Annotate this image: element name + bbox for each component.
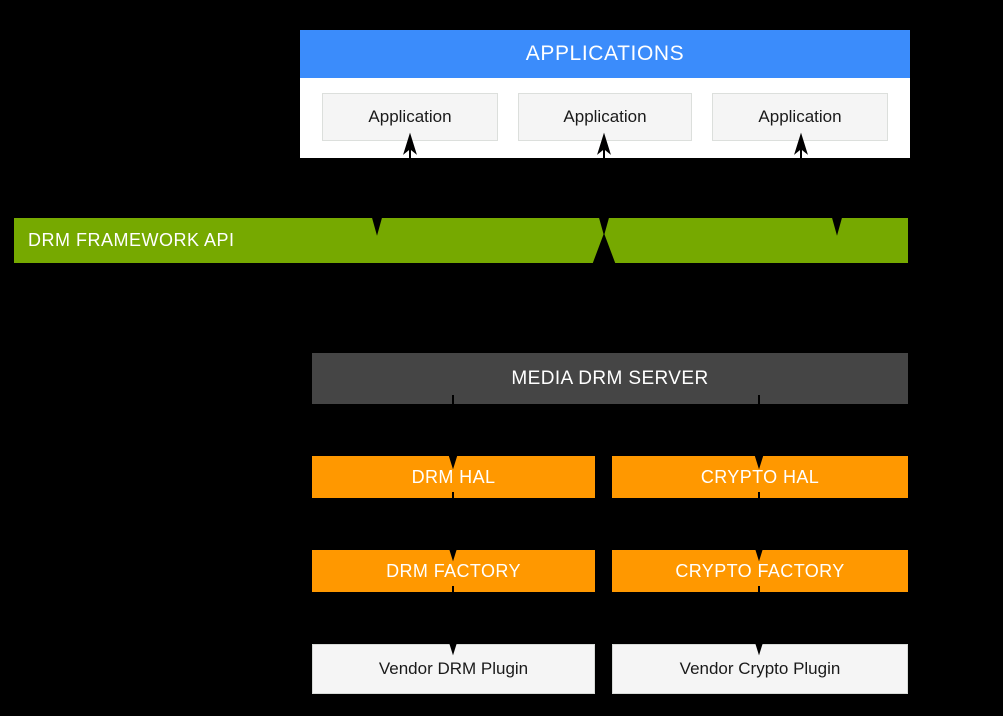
media-drm-server-box: MEDIA DRM SERVER [312,353,908,404]
drm-hal-box: DRM HAL [312,456,595,498]
application-box-2: Application [518,93,692,141]
drm-framework-api-bar: DRM FRAMEWORK API [14,218,908,263]
applications-body: Application Application Application [300,78,910,158]
applications-header: APPLICATIONS [300,30,910,78]
application-box-3: Application [712,93,888,141]
crypto-hal-box: CRYPTO HAL [612,456,908,498]
arrow-drm-hal-to-drm-factory [446,492,460,562]
crypto-factory-box: CRYPTO FACTORY [612,550,908,592]
vendor-drm-plugin-box: Vendor DRM Plugin [312,644,595,694]
applications-layer: APPLICATIONS Application Application App… [300,30,910,158]
arrow-crypto-factory-to-vendor-crypto-plugin [752,586,766,656]
application-box-1: Application [322,93,498,141]
vendor-crypto-plugin-box: Vendor Crypto Plugin [612,644,908,694]
drm-factory-box: DRM FACTORY [312,550,595,592]
arrow-drm-factory-to-vendor-drm-plugin [446,586,460,656]
arrow-crypto-hal-to-crypto-factory [752,492,766,562]
